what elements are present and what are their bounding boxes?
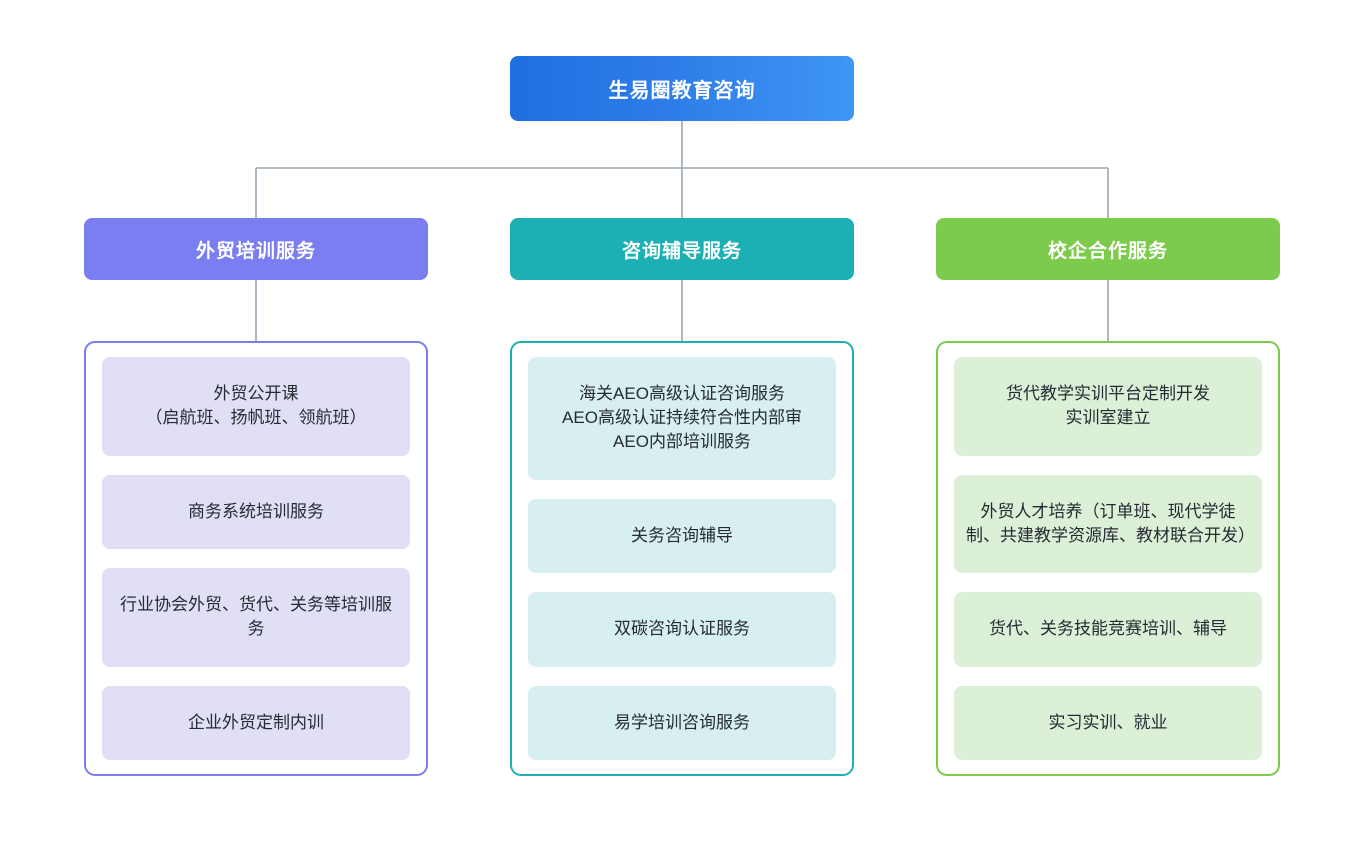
service-chip[interactable]: 双碳咨询认证服务 xyxy=(528,592,836,667)
service-chip[interactable]: 海关AEO高级认证咨询服务 AEO高级认证持续符合性内部审 AEO内部培训服务 xyxy=(528,357,836,480)
service-chip[interactable]: 商务系统培训服务 xyxy=(102,474,410,549)
column-header-label-1: 咨询辅导服务 xyxy=(621,240,742,262)
root-node[interactable]: 生易圈教育咨询 xyxy=(510,56,854,121)
service-chip[interactable]: 外贸公开课 （启航班、扬帆班、领航班） xyxy=(102,357,410,456)
column-container-0: 外贸公开课 （启航班、扬帆班、领航班） 商务系统培训服务 行业协会外贸、货代、关… xyxy=(84,341,428,776)
column-header-label-2: 校企合作服务 xyxy=(1047,240,1168,262)
column-header-0[interactable]: 外贸培训服务 xyxy=(84,218,428,280)
service-chip[interactable]: 关务咨询辅导 xyxy=(528,498,836,574)
column-header-1[interactable]: 咨询辅导服务 xyxy=(510,218,854,280)
column-header-label-0: 外贸培训服务 xyxy=(195,240,316,262)
service-chip[interactable]: 货代、关务技能竞赛培训、辅导 xyxy=(954,592,1262,667)
service-chip[interactable]: 实习实训、就业 xyxy=(954,685,1262,760)
column-header-2[interactable]: 校企合作服务 xyxy=(936,218,1280,280)
column-container-1: 海关AEO高级认证咨询服务 AEO高级认证持续符合性内部审 AEO内部培训服务 … xyxy=(510,341,854,776)
column-container-2: 货代教学实训平台定制开发 实训室建立 外贸人才培养（订单班、现代学徒制、共建教学… xyxy=(936,341,1280,776)
service-chip[interactable]: 易学培训咨询服务 xyxy=(528,685,836,760)
service-chip[interactable]: 企业外贸定制内训 xyxy=(102,685,410,760)
service-chip[interactable]: 外贸人才培养（订单班、现代学徒制、共建教学资源库、教材联合开发） xyxy=(954,474,1262,574)
root-node-label: 生易圈教育咨询 xyxy=(608,80,756,102)
service-chip[interactable]: 行业协会外贸、货代、关务等培训服务 xyxy=(102,568,410,667)
service-chip[interactable]: 货代教学实训平台定制开发 实训室建立 xyxy=(954,357,1262,456)
